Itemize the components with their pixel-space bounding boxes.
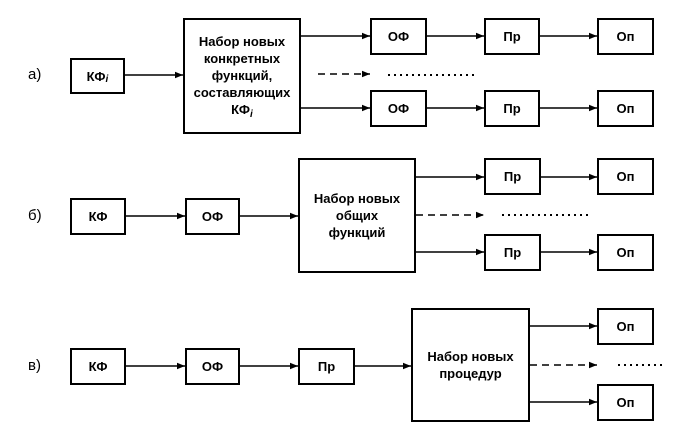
row-a-op-box-bottom: Оп	[597, 90, 654, 127]
row-b-pr-box-top: Пр	[484, 158, 541, 195]
row-a-set-line-1: Набор новых	[198, 33, 286, 49]
row-b-label: б)	[28, 207, 42, 224]
row-a-set-line-4: составляющих	[193, 84, 291, 100]
row-c-set-line-1: Набор новых	[427, 349, 514, 364]
row-c-op-box-top: Оп	[597, 308, 654, 345]
row-b-op-box-top: Оп	[597, 158, 654, 195]
row-b-op-box-bottom: Оп	[597, 234, 654, 271]
row-b-set-line-2: общих	[335, 208, 379, 223]
row-b-set-box: Набор новых общих функций	[298, 158, 416, 273]
row-a-set-line-3: функций,	[211, 67, 273, 83]
row-a-set-line-5: КФi	[231, 101, 253, 120]
row-c-set-line-2: процедур	[439, 366, 502, 381]
row-a-set-subscript: i	[250, 108, 253, 120]
row-c-set-box: Набор новых процедур	[411, 308, 530, 422]
row-b-pr-box-bottom: Пр	[484, 234, 541, 271]
row-a-of-box-top: ОФ	[370, 18, 427, 55]
row-b-kf-box: КФ	[70, 198, 126, 235]
row-a-of-box-bottom: ОФ	[370, 90, 427, 127]
row-a-op-box-top: Оп	[597, 18, 654, 55]
row-a-set-line-5-text: КФ	[231, 101, 251, 117]
row-a-kf-subscript: i	[105, 73, 109, 85]
row-a-pr-box-bottom: Пр	[484, 90, 540, 127]
row-c-label: в)	[28, 357, 41, 374]
row-b-set-line-1: Набор новых	[313, 191, 401, 206]
row-a-set-box: Набор новых конкретных функций, составля…	[183, 18, 301, 134]
row-a-label: а)	[28, 66, 42, 83]
row-c-kf-box: КФ	[70, 348, 126, 385]
row-c-op-box-bottom: Оп	[597, 384, 654, 421]
row-b-set-line-3: функций	[328, 225, 386, 240]
row-a-pr-box-top: Пр	[484, 18, 540, 55]
row-c-pr-box: Пр	[298, 348, 355, 385]
row-a-set-line-2: конкретных	[203, 50, 281, 66]
row-a-kf-text: КФ	[86, 68, 106, 84]
row-c-of-box: ОФ	[185, 348, 240, 385]
row-b-of-box: ОФ	[185, 198, 240, 235]
